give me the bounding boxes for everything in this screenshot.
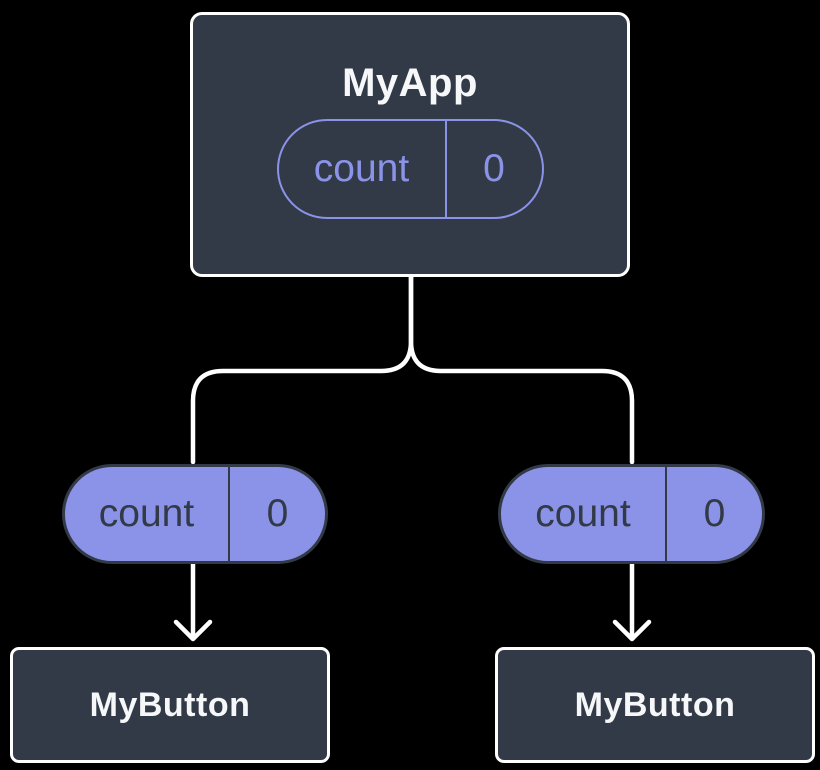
prop-pill-left: count 0 [62,464,328,564]
node-mybutton-title: MyButton [574,685,736,724]
node-mybutton-left: MyButton [10,647,330,763]
connector-branch-left [190,271,414,465]
prop-pill-value: 0 [703,492,726,535]
node-mybutton-title: MyButton [89,685,251,724]
state-pill-name: count [279,121,447,217]
state-pill-myapp: count 0 [276,119,544,219]
arrow-down-left-icon [173,561,213,642]
prop-pill-name: count [65,467,230,561]
prop-pill-name: count [501,467,667,561]
prop-pill-right: count 0 [498,464,765,564]
prop-pill-value: 0 [266,492,289,535]
state-pill-value: 0 [483,147,505,190]
node-myapp: MyApp count 0 [190,12,630,277]
arrow-down-right-icon [612,561,652,642]
connector-branch-right [408,271,635,465]
node-myapp-title: MyApp [342,61,478,105]
node-mybutton-right: MyButton [495,647,815,763]
